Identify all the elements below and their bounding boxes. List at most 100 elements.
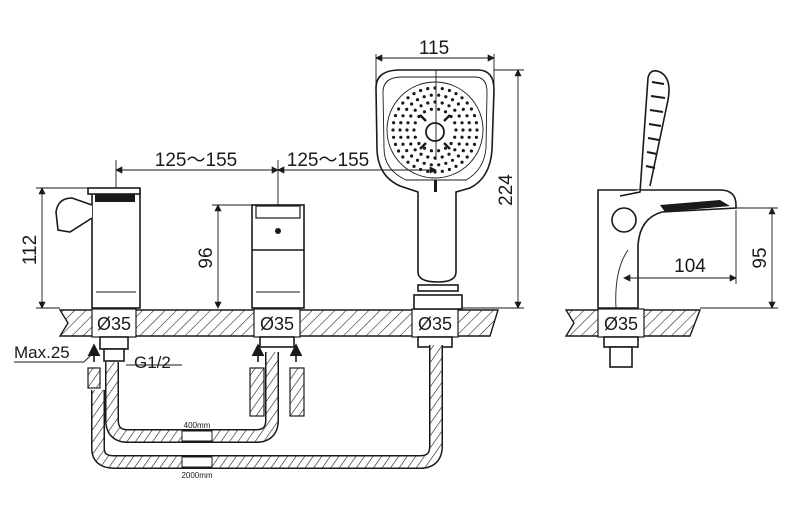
nozzle-dot xyxy=(437,149,441,153)
nozzle-dot xyxy=(465,101,469,105)
nozzle-dot xyxy=(410,102,414,106)
hand-shower xyxy=(375,69,495,310)
nozzle-dot xyxy=(472,114,477,118)
nozzle-dot xyxy=(401,101,405,105)
nozzle-dot xyxy=(391,128,395,132)
nozzle-dot xyxy=(454,92,458,96)
nozzle-dot xyxy=(429,107,433,111)
nozzle-dot xyxy=(454,164,458,168)
dimension-texts: 125～155 125～155 115 224 112 96 95 104 Ø3… xyxy=(14,38,771,480)
dim-valve-height: 96 xyxy=(196,247,217,268)
nozzle-dot xyxy=(409,114,413,118)
nozzle-dot xyxy=(422,161,426,165)
nozzle-dot xyxy=(475,128,479,132)
dim-hole-4: Ø35 xyxy=(604,314,638,334)
dim-thread: G1/2 xyxy=(134,353,171,372)
valve xyxy=(251,204,305,309)
dim-hole-2: Ø35 xyxy=(260,314,294,334)
nozzle-dot xyxy=(465,155,469,159)
nozzle-dot xyxy=(429,149,433,153)
nozzle-dot xyxy=(461,149,465,153)
nozzle-dot xyxy=(406,160,410,164)
nozzle-dot xyxy=(426,101,430,105)
nozzle-dot xyxy=(474,121,478,125)
nozzle-dot xyxy=(422,110,427,114)
nozzle-dot xyxy=(410,154,414,158)
nozzle-dot xyxy=(468,128,472,132)
dim-handshower-height: 224 xyxy=(496,174,517,206)
nozzle-dot xyxy=(447,152,451,156)
nozzle-dot xyxy=(456,102,460,106)
nozzle-dot xyxy=(415,158,420,162)
nozzle-dot xyxy=(405,149,409,153)
nozzle-dot xyxy=(413,135,417,139)
connections xyxy=(87,336,639,417)
nozzle-dot xyxy=(467,135,471,139)
nozzle-dot xyxy=(447,104,451,108)
nozzle-dot xyxy=(392,121,396,125)
dim-hose-long: 2000mm xyxy=(181,471,212,480)
nozzle-dot xyxy=(467,121,471,125)
nozzle-dot xyxy=(443,146,448,150)
nozzle-dot xyxy=(397,107,401,111)
dim-hole-3: Ø35 xyxy=(418,314,452,334)
dim-max-deck: Max.25 xyxy=(14,343,70,362)
nozzle-dot xyxy=(422,95,426,99)
nozzle-dot xyxy=(474,135,478,139)
nozzle-dot xyxy=(444,95,448,99)
hose-short xyxy=(105,352,279,443)
nozzle-dot xyxy=(461,107,465,111)
nozzle-dot xyxy=(412,92,416,96)
nozzle-dot xyxy=(440,169,444,173)
nozzle-dot xyxy=(457,114,461,118)
spout xyxy=(55,187,141,309)
nozzle-dot xyxy=(429,93,433,97)
nozzle-dot xyxy=(401,114,405,118)
nozzle-dot xyxy=(405,128,409,132)
nozzle-dot xyxy=(399,121,403,125)
nozzle-dot xyxy=(419,167,423,172)
nozzle-dot xyxy=(393,142,398,146)
nozzle-dot xyxy=(450,98,455,102)
nozzle-dot xyxy=(460,96,464,100)
nozzle-dot xyxy=(453,108,457,112)
dim-spacing-left: 125～155 xyxy=(155,150,237,171)
nozzle-dot xyxy=(393,114,398,118)
nozzle-dot xyxy=(419,152,423,156)
dimension-lines xyxy=(14,54,778,366)
nozzle-dot xyxy=(449,141,453,146)
nozzle-dot xyxy=(426,87,430,91)
nozzle-dot xyxy=(460,121,464,125)
nozzle-dot xyxy=(415,98,420,102)
nozzle-dot xyxy=(465,114,469,118)
dim-handshower-width: 115 xyxy=(419,38,449,59)
nozzle-dot xyxy=(472,142,477,146)
nozzle-dot xyxy=(440,155,444,159)
nozzle-dot xyxy=(412,128,416,132)
nozzle-dot xyxy=(447,167,451,172)
nozzle-dot xyxy=(437,163,441,167)
nozzle-dot xyxy=(401,155,405,159)
nozzle-dot xyxy=(397,149,401,153)
dim-spout-height: 112 xyxy=(20,235,41,265)
nozzle-dot xyxy=(413,121,417,125)
nozzle-dot xyxy=(469,149,473,153)
dim-side-height: 95 xyxy=(750,247,771,268)
nozzle-dot xyxy=(413,108,417,112)
nozzle-dot xyxy=(399,135,403,139)
dim-hose-short: 400mm xyxy=(184,421,211,430)
nozzle-dot xyxy=(392,135,396,139)
nozzle-dot xyxy=(406,96,410,100)
nozzle-dot xyxy=(454,128,458,132)
nozzle-dot xyxy=(437,93,441,97)
nozzle-dot xyxy=(413,148,417,152)
nozzle-dot xyxy=(457,142,461,146)
nozzle-dot xyxy=(450,158,455,162)
nozzle-dot xyxy=(469,107,473,111)
nozzle-dot xyxy=(443,110,448,114)
nozzle-dot xyxy=(406,121,410,125)
nozzle-dot xyxy=(406,135,410,139)
nozzle-dot xyxy=(456,154,460,158)
nozzle-dot xyxy=(412,164,416,168)
